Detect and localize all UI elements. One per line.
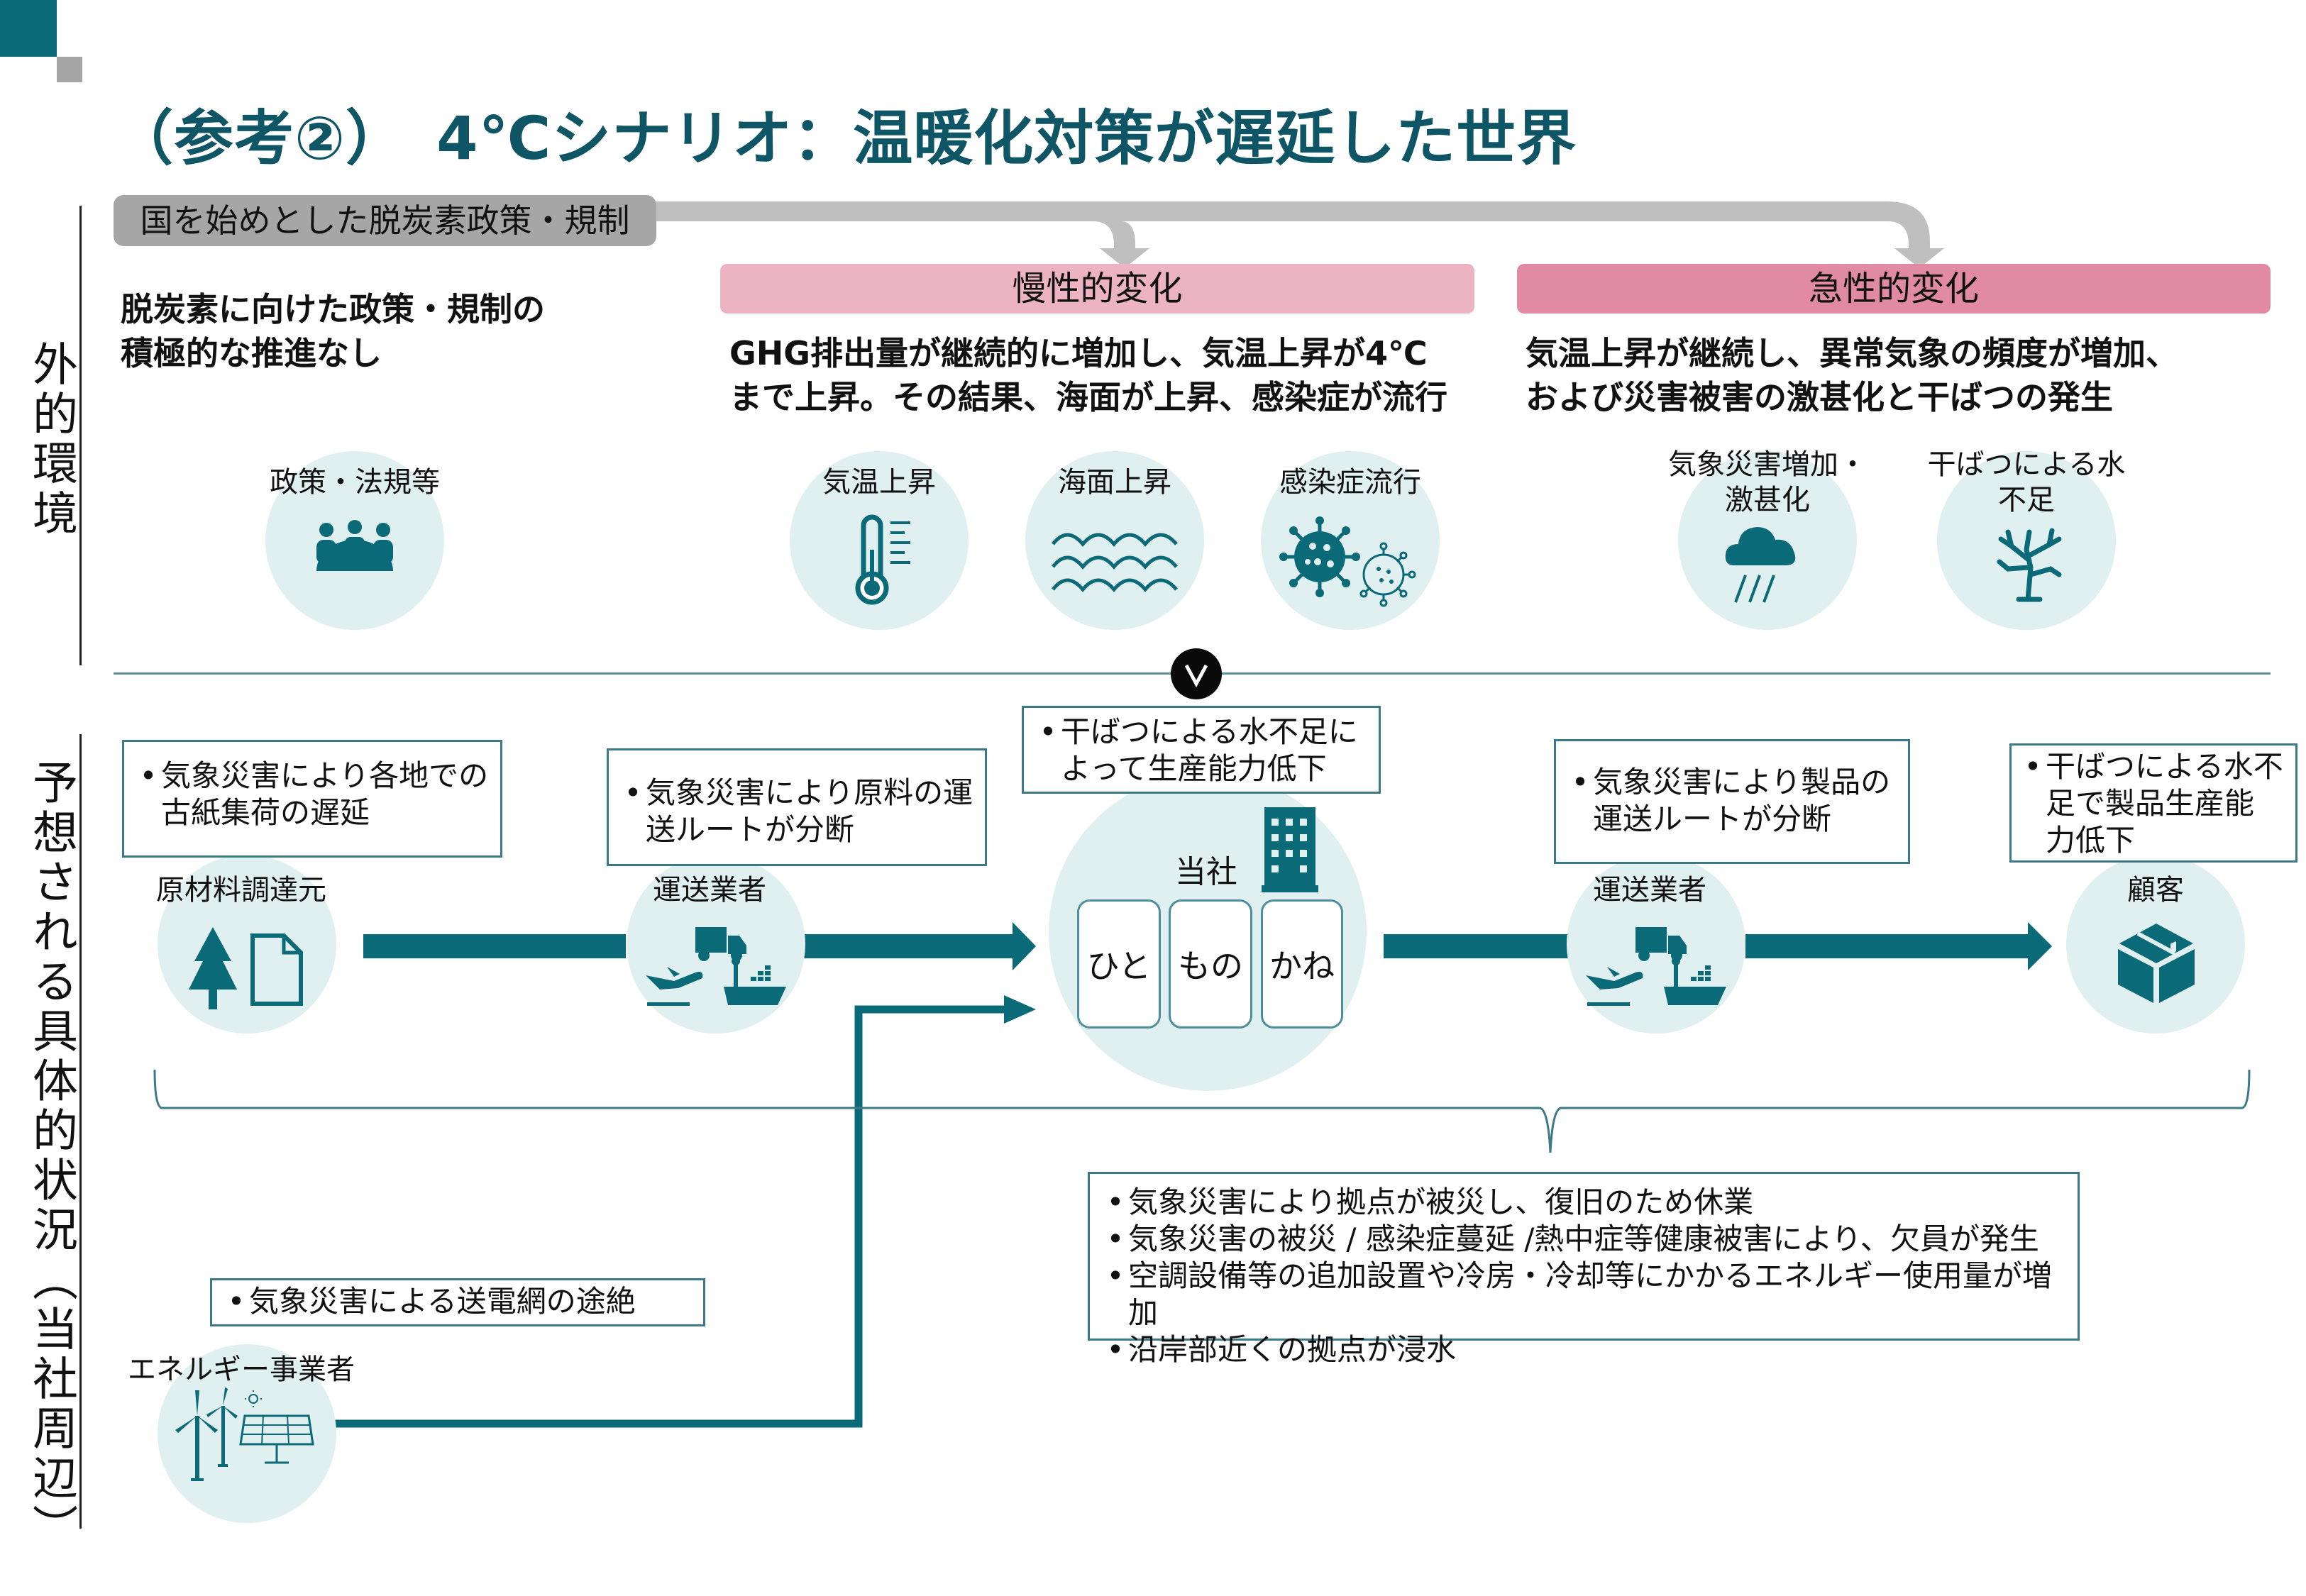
corner-accent-gray	[57, 57, 82, 82]
summary-line: 気象災害により拠点が被災し、復旧のため休業	[1128, 1185, 1754, 1219]
transport-in-label: 運送業者	[653, 874, 766, 907]
bullet: •	[2024, 749, 2042, 784]
acute-description-line: 気温上昇が継続し、異常気象の頻度が増加、	[1526, 334, 2178, 372]
supplier-note-line: 古紙集荷の遅延	[161, 795, 370, 830]
thermometer-icon	[855, 514, 910, 605]
drought-label-line: 不足	[1998, 484, 2055, 516]
summary-line: 空調設備等の追加設置や冷房・冷却等にかかるエネルギー使用量が増加	[1128, 1258, 2053, 1330]
customer-note-line: 干ばつによる水不	[2046, 749, 2283, 784]
section-line-external	[79, 206, 82, 665]
transport-in-note-line: 気象災害により原料の運	[646, 775, 973, 810]
weather-disaster-circle-label: 気象災害増加・ 激甚化	[1626, 447, 1909, 518]
energy-note: •気象災害による送電網の途絶	[210, 1278, 705, 1326]
bullet: •	[1106, 1221, 1125, 1256]
company-note-line: よって生産能力低下	[1061, 751, 1327, 786]
policy-description-line: 積極的な推進なし	[121, 334, 382, 372]
waves-icon	[1052, 533, 1178, 592]
chronic-description: GHG排出量が継続的に増加し、気温上昇が4℃ まで上昇。その結果、海面が上昇、感…	[729, 331, 1447, 419]
chronic-description-line: まで上昇。その結果、海面が上昇、感染症が流行	[729, 378, 1447, 416]
bullet: •	[1106, 1185, 1125, 1219]
corner-accent-teal	[0, 0, 57, 57]
bullet: •	[1106, 1258, 1125, 1293]
energy-note-line: 気象災害による送電網の途絶	[249, 1284, 636, 1319]
summary-note: •気象災害により拠点が被災し、復旧のため休業 •気象災害の被災 / 感染症蔓延 …	[1088, 1172, 2080, 1367]
supplier-circle	[158, 855, 336, 1033]
weather-disaster-label-line: 気象災害増加・	[1668, 448, 1867, 481]
section-line-specific	[79, 734, 82, 1529]
transport-out-label: 運送業者	[1593, 874, 1706, 907]
scenario-flow-badge	[1171, 648, 1222, 699]
customer-note: •干ばつによる水不 足で製品生産能 力低下	[2009, 743, 2297, 863]
company-note: •干ばつによる水不足に よって生産能力低下	[1022, 706, 1381, 794]
chronic-change-header: 慢性的変化	[720, 264, 1474, 314]
policy-connector	[656, 201, 1944, 268]
transport-out-note: •気象災害により製品の 運送ルートが分断	[1554, 739, 1910, 864]
customer-note-line: 足で製品生産能	[2046, 786, 2255, 821]
policy-label-box: 国を始めとした脱炭素政策・規制	[114, 195, 656, 246]
section-label-specific: 予想される具体的状況（当社周辺）	[25, 759, 77, 1553]
policy-description: 脱炭素に向けた政策・規制の 積極的な推進なし	[121, 287, 545, 375]
transport-in-note: •気象災害により原料の運 送ルートが分断	[607, 748, 987, 866]
chevron-down-icon	[1184, 664, 1208, 688]
drought-circle-label: 干ばつによる水 不足	[1885, 447, 2168, 518]
wind-solar-icon	[175, 1387, 314, 1481]
building-icon	[1262, 807, 1318, 892]
flow-arrow-company-to-transport	[1384, 934, 1568, 958]
logistics-icon	[646, 927, 786, 1006]
bullet: •	[1106, 1332, 1125, 1367]
package-box-icon	[2118, 924, 2195, 1003]
logistics-icon	[1586, 927, 1726, 1006]
acute-description: 気温上昇が継続し、異常気象の頻度が増加、 および災害被害の激甚化と干ばつの発生	[1526, 331, 2178, 419]
company-note-line: 干ばつによる水不足に	[1061, 714, 1358, 749]
resource-card-money: かね	[1261, 899, 1343, 1029]
section-label-external: 外的環境	[25, 340, 77, 539]
customer-label: 顧客	[2127, 874, 2184, 907]
transport-out-note-line: 運送ルートが分断	[1593, 802, 1832, 836]
policy-description-line: 脱炭素に向けた政策・規制の	[121, 290, 545, 328]
summary-brace	[153, 1069, 2251, 1153]
customer-note-line: 力低下	[2046, 823, 2136, 858]
connector-band	[656, 201, 1944, 268]
company-label: 当社	[1175, 854, 1237, 890]
flow-arrow-transport-to-customer	[1745, 922, 2052, 970]
chronic-description-line: GHG排出量が継続的に増加し、気温上昇が4℃	[729, 334, 1428, 372]
flow-arrow-supplier-to-transport	[363, 934, 626, 958]
resource-card-goods: もの	[1169, 899, 1252, 1029]
dead-tree-icon	[1997, 528, 2062, 602]
policy-circle-label: 政策・法規等	[270, 466, 440, 499]
bullet: •	[1571, 765, 1589, 799]
tree-and-document-icon	[189, 927, 303, 1009]
sea-level-circle-label: 海面上昇	[1058, 466, 1171, 499]
temperature-circle-label: 気温上昇	[822, 466, 936, 499]
flow-arrow-transport-to-company	[803, 922, 1036, 970]
transport-out-note-line: 気象災害により製品の	[1593, 765, 1891, 799]
page-title: （参考②） 4℃シナリオ：温暖化対策が遅延した世界	[114, 104, 1577, 173]
bullet: •	[227, 1284, 246, 1319]
summary-line: 沿岸部近くの拠点が浸水	[1128, 1332, 1457, 1367]
supplier-note-line: 気象災害により各地での	[161, 758, 489, 793]
weather-disaster-label-line: 激甚化	[1725, 484, 1810, 516]
infection-circle	[1261, 451, 1440, 630]
supplier-label: 原材料調達元	[156, 874, 326, 907]
bullet: •	[1039, 714, 1057, 749]
drought-label-line: 干ばつによる水	[1927, 448, 2126, 481]
bullet: •	[624, 775, 642, 810]
infection-circle-label: 感染症流行	[1279, 466, 1421, 499]
bullet: •	[139, 758, 158, 793]
rain-cloud-icon	[1725, 527, 1796, 603]
acute-description-line: および災害被害の激甚化と干ばつの発生	[1526, 378, 2113, 416]
summary-line: 気象災害の被災 / 感染症蔓延 /熱中症等健康被害により、欠員が発生	[1128, 1221, 2039, 1256]
transport-in-note-line: 送ルートが分断	[646, 812, 855, 847]
virus-icon	[1279, 516, 1416, 607]
acute-change-header: 急性的変化	[1517, 264, 2271, 314]
energy-label: エネルギー事業者	[128, 1353, 355, 1386]
flow-arrow-energy-to-company	[333, 995, 1036, 1428]
people-meeting-icon	[316, 520, 393, 571]
resource-card-people: ひと	[1077, 899, 1161, 1029]
supplier-note: •気象災害により各地での 古紙集荷の遅延	[122, 740, 502, 858]
